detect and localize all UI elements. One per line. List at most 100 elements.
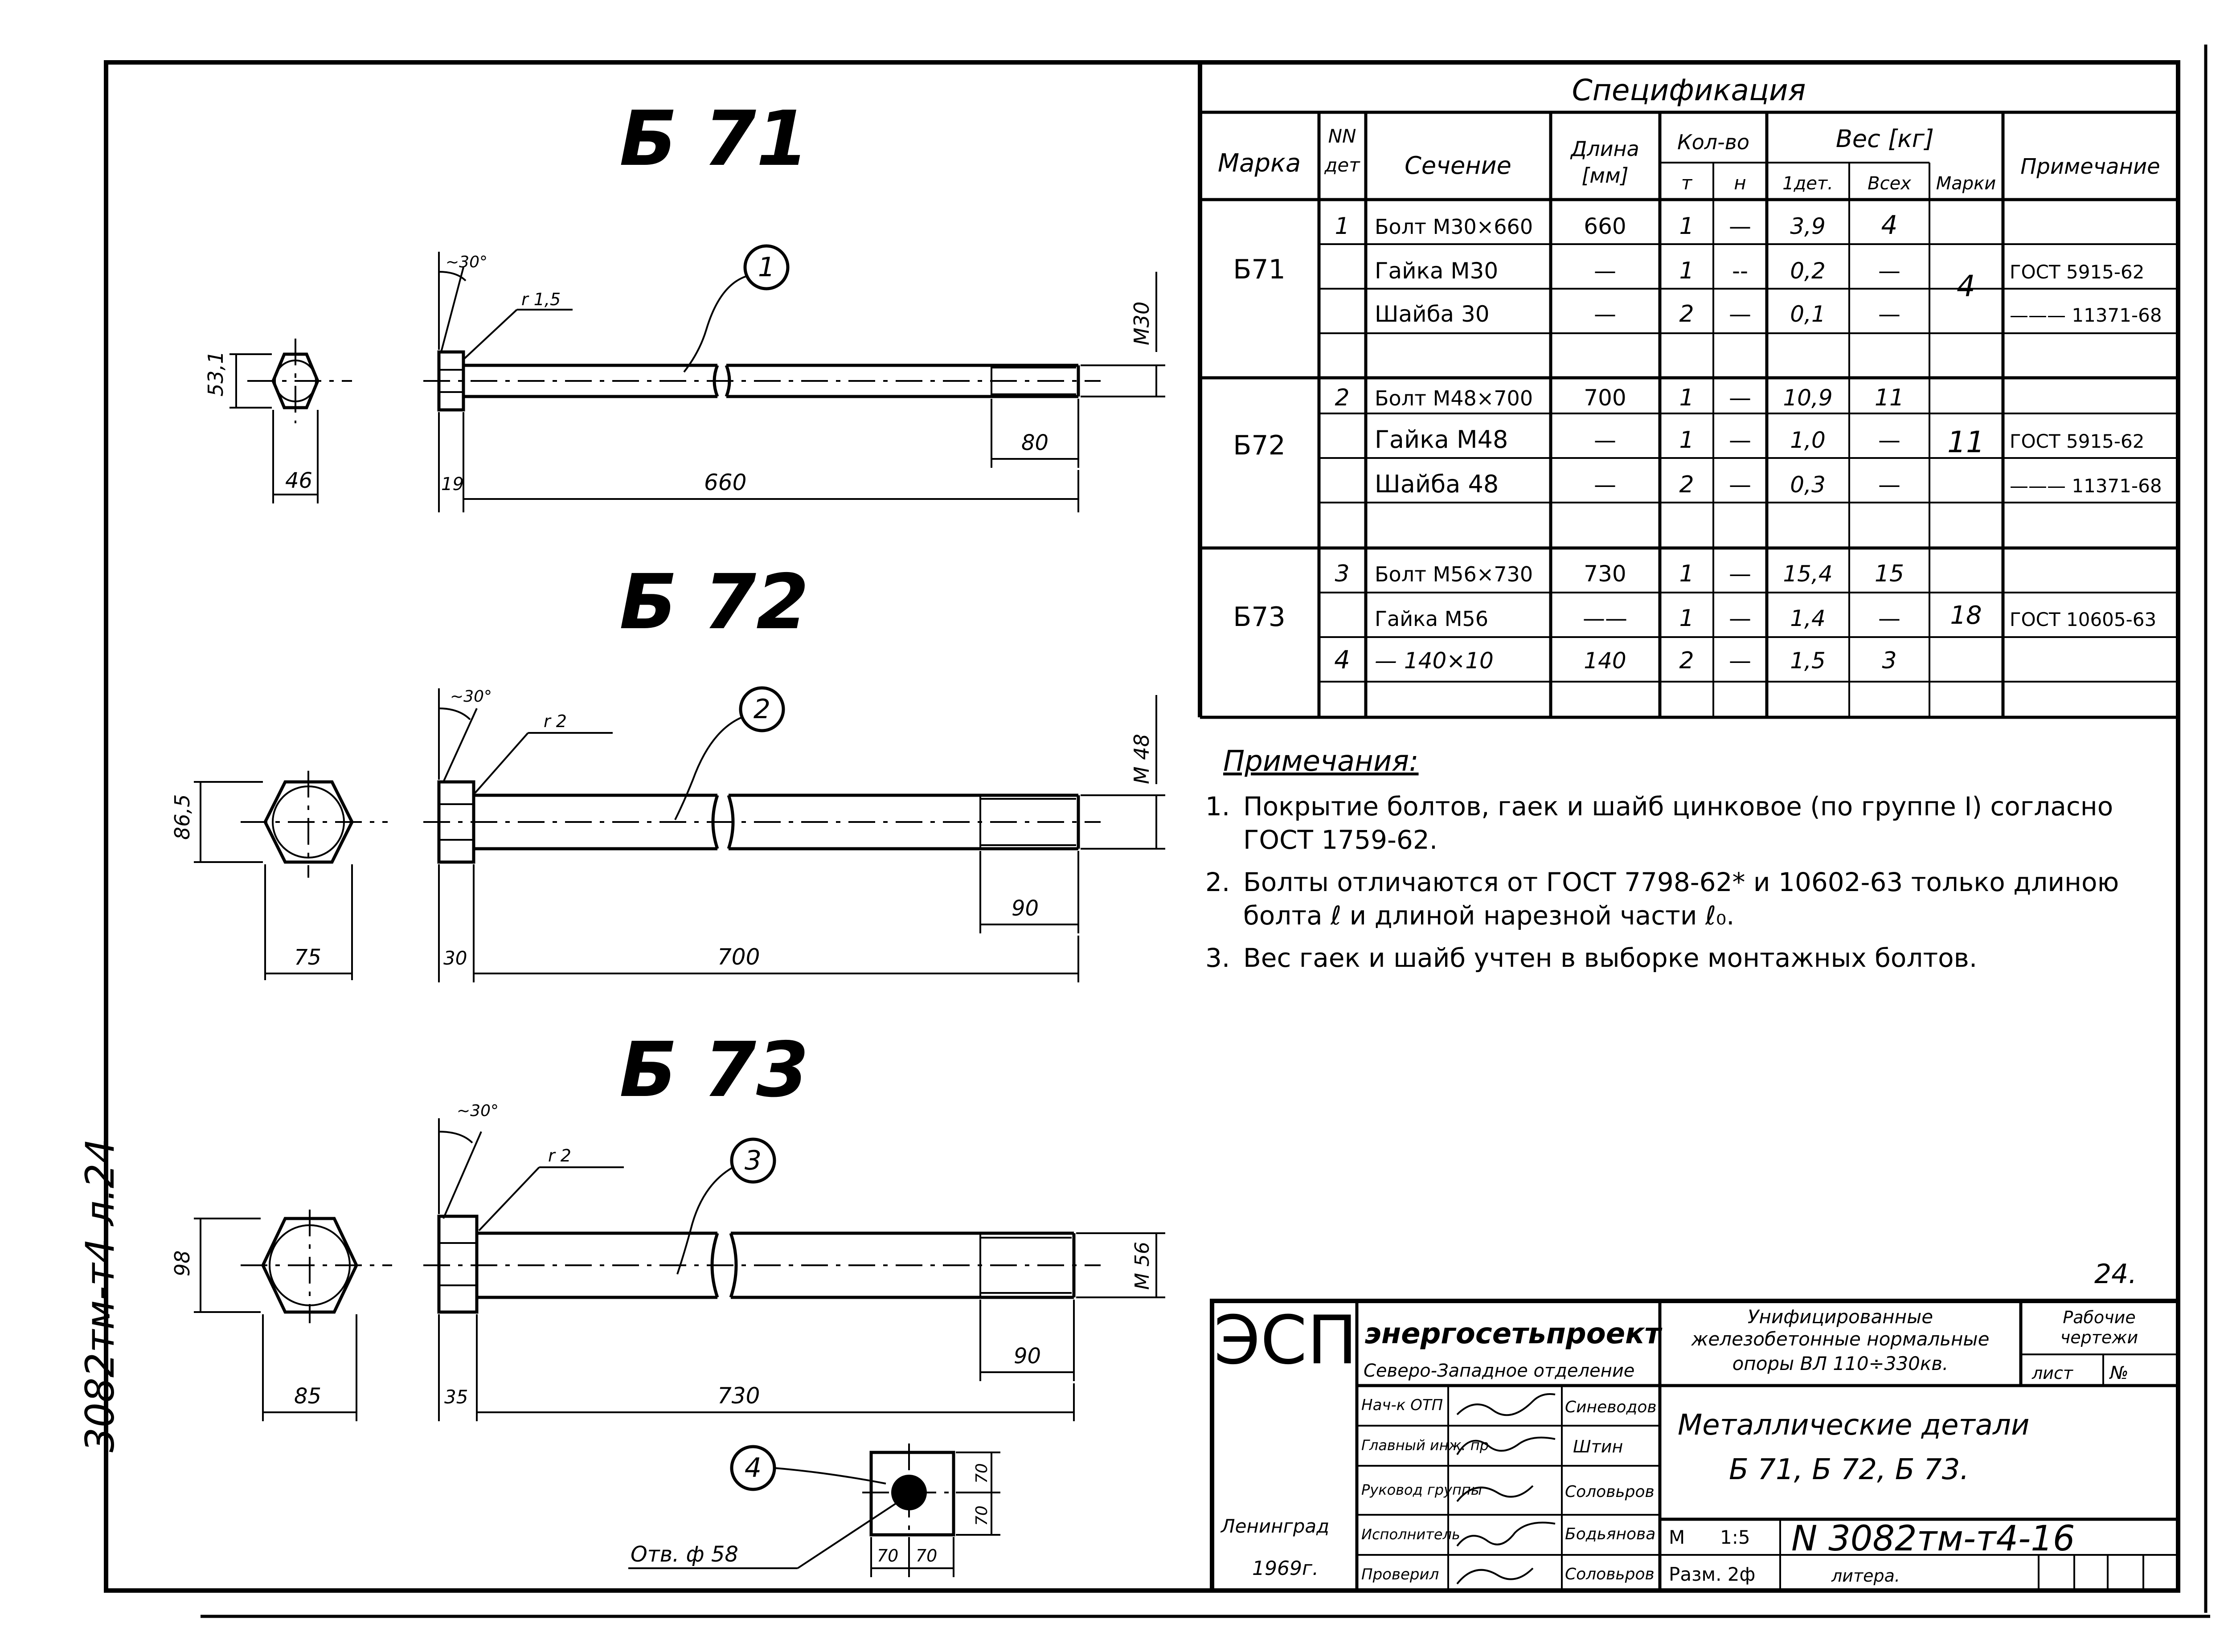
dim-head-height: 19 bbox=[441, 474, 464, 495]
group-mark: Б73 bbox=[1233, 601, 1286, 633]
project-line: Унифицированные bbox=[1748, 1306, 1933, 1328]
angle-line bbox=[442, 708, 478, 782]
group-mark: Б72 bbox=[1233, 430, 1286, 461]
column-rules bbox=[1317, 112, 2005, 717]
note-line: Покрытие болтов, гаек и шайб цинковое (п… bbox=[1243, 791, 2113, 822]
project-line: железобетонные нормальные bbox=[1691, 1328, 1990, 1350]
radius-leader bbox=[474, 732, 529, 794]
cell-weight-one: 10,9 bbox=[1783, 385, 1832, 411]
cell-qty-t: 1 bbox=[1679, 384, 1694, 411]
break-line bbox=[729, 1232, 738, 1298]
dim-head-height: 30 bbox=[443, 947, 467, 969]
col-header-length-unit: [мм] bbox=[1581, 164, 1628, 188]
cell-qty-n: — bbox=[1729, 213, 1751, 239]
cell-section: Шайба 30 bbox=[1375, 301, 1490, 327]
bolt-head bbox=[437, 1214, 479, 1314]
title-block: ЭСП энергосетьпроект Северо-Западное отд… bbox=[1210, 1299, 2180, 1593]
table-row: Гайка M48 — 1 — 1,0 — ГОСТ 5915-62 bbox=[1375, 425, 2145, 454]
angle-label: ~30° bbox=[446, 253, 487, 271]
cell-length: — bbox=[1594, 472, 1616, 498]
col-header-w-mark: Марки bbox=[1936, 173, 1996, 194]
org-name: энергосетьпроект bbox=[1364, 1317, 1663, 1350]
col-header-note: Примечание bbox=[2020, 154, 2160, 179]
note-number: 3. bbox=[1205, 943, 1230, 973]
hole-label: Отв. ф 58 bbox=[631, 1542, 738, 1567]
hole-leader bbox=[797, 1503, 897, 1569]
plate-dim: 70 bbox=[916, 1546, 937, 1566]
group-mark-weight: 4 bbox=[1957, 269, 1975, 303]
angle-arc bbox=[438, 707, 471, 720]
view-b71: Б 71 53,1 46 bbox=[204, 95, 1165, 512]
col-header-w-one: 1дет. bbox=[1782, 173, 1833, 194]
margin-note: 3082тм-т4 л.24 bbox=[77, 1138, 123, 1452]
cell-length: 660 bbox=[1584, 213, 1626, 239]
cell-weight-all: — bbox=[1878, 258, 1900, 284]
dim-thread: M 48 bbox=[1130, 734, 1154, 784]
litera-label: литера. bbox=[1831, 1566, 1900, 1586]
cell-qty-n: — bbox=[1729, 385, 1751, 411]
cell-weight-all: — bbox=[1878, 472, 1900, 498]
cell-section: Шайба 48 bbox=[1375, 470, 1499, 498]
cell-qty-t: 2 bbox=[1679, 647, 1694, 674]
note-line: ГОСТ 1759-62. bbox=[1243, 825, 1438, 855]
cell-note: ——— 11371-68 bbox=[2010, 475, 2162, 497]
signatures bbox=[1456, 1393, 1556, 1585]
dim-head-width: 85 bbox=[294, 1384, 321, 1409]
detail-balloon bbox=[739, 686, 785, 732]
cell-nn: 1 bbox=[1335, 213, 1349, 240]
detail-balloon bbox=[743, 244, 790, 290]
detail-number: 4 bbox=[745, 1452, 762, 1484]
cell-weight-all: 4 bbox=[1881, 210, 1898, 240]
cell-qty-n: — bbox=[1729, 301, 1751, 327]
city: Ленинград bbox=[1220, 1515, 1329, 1537]
cell-note: ГОСТ 5915-62 bbox=[2010, 261, 2145, 283]
view-b73: Б 73 98 85 M 56 90 bbox=[170, 1026, 1165, 1421]
cell-qty-t: 1 bbox=[1679, 605, 1694, 632]
cell-section: Гайка M56 bbox=[1375, 607, 1488, 631]
cell-note: ——— 11371-68 bbox=[2010, 304, 2162, 326]
staff-role: Руковод группы bbox=[1361, 1481, 1482, 1498]
staff-role: Проверил bbox=[1361, 1566, 1439, 1583]
cell-weight-all: 11 bbox=[1875, 384, 1904, 411]
notes-block: Примечания: 1. Покрытие болтов, гаек и ш… bbox=[1205, 745, 2119, 973]
cell-weight-all: — bbox=[1878, 427, 1900, 453]
cell-section: Гайка M48 bbox=[1375, 425, 1508, 454]
scale-label: М bbox=[1669, 1526, 1685, 1548]
dim-thread-length: 80 bbox=[1021, 430, 1048, 455]
staff-name: Бодьянова bbox=[1565, 1525, 1655, 1543]
cell-qty-t: 1 bbox=[1679, 427, 1694, 454]
staff-role: Исполнитель bbox=[1361, 1526, 1460, 1543]
stage-line: Рабочие bbox=[2063, 1308, 2135, 1327]
scale-value: 1:5 bbox=[1720, 1526, 1750, 1548]
note-line: Болты отличаются от ГОСТ 7798-62* и 1060… bbox=[1243, 867, 2119, 897]
sheet-label: лист bbox=[2031, 1363, 2074, 1383]
cell-section: Болт M30×660 bbox=[1375, 215, 1533, 239]
cell-length: — bbox=[1594, 427, 1616, 453]
note-number: 2. bbox=[1205, 867, 1230, 897]
drawing-number: N 3082тм-т4-16 bbox=[1791, 1519, 2075, 1559]
cell-weight-all: 3 bbox=[1882, 647, 1896, 674]
org-branch: Северо-Западное отделение bbox=[1364, 1361, 1634, 1381]
dim-length: 700 bbox=[717, 944, 760, 970]
col-header-qty-n: н bbox=[1734, 172, 1746, 194]
note-number: 1. bbox=[1205, 791, 1230, 822]
drawing-title: Металлические детали bbox=[1678, 1409, 2029, 1442]
cell-weight-all: — bbox=[1878, 301, 1900, 327]
table-row: 1 Болт M30×660 660 1 — 3,9 4 bbox=[1335, 210, 1897, 240]
cell-qty-t: 1 bbox=[1679, 213, 1694, 240]
dim-length: 730 bbox=[717, 1383, 760, 1409]
cell-weight-one: 1,4 bbox=[1790, 605, 1826, 631]
stage-line: чертежи bbox=[2060, 1328, 2138, 1347]
project-line: опоры ВЛ 110÷330кв. bbox=[1732, 1353, 1949, 1374]
cell-weight-one: 15,4 bbox=[1783, 561, 1832, 587]
balloon-leader bbox=[774, 1467, 886, 1484]
angle-label: ~30° bbox=[457, 1102, 499, 1120]
dim-thread: M30 bbox=[1130, 302, 1154, 345]
cell-weight-one: 1,5 bbox=[1790, 648, 1826, 674]
dim-head-size: 98 bbox=[170, 1250, 194, 1276]
table-row: Шайба 30 — 2 — 0,1 — ——— 11371-68 bbox=[1375, 301, 2162, 327]
cell-note: ГОСТ 5915-62 bbox=[2010, 430, 2145, 452]
cell-weight-one: 0,2 bbox=[1790, 258, 1826, 284]
view-title: Б 72 bbox=[619, 558, 809, 646]
col-header-det: дет bbox=[1324, 154, 1360, 176]
